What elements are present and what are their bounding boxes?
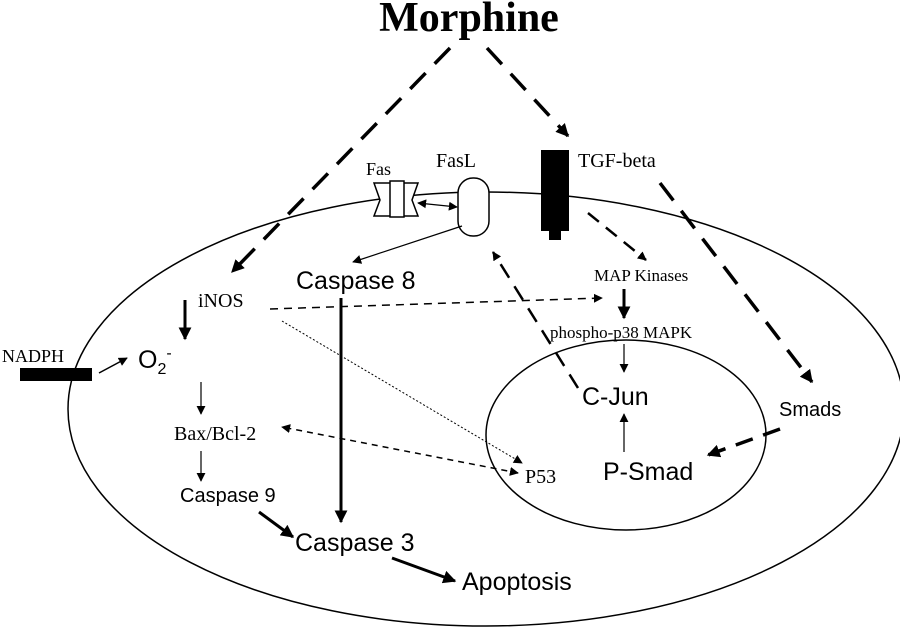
arrow-inos-to-map-kinases [269, 293, 603, 310]
label-o2-sup: - [166, 345, 171, 362]
arrow-morphine-to-inos [230, 46, 452, 274]
arrow-morphine-to-tgf-beta [485, 46, 570, 138]
arrow-inos-to-p53 [281, 320, 523, 464]
arrow-fas-fasl [417, 199, 458, 211]
arrow-c-jun-to-fasl [491, 251, 580, 389]
label-inos: iNOS [198, 290, 244, 312]
tgf-beta-receptor-icon [541, 150, 569, 240]
label-fasl: FasL [436, 150, 476, 172]
arrow-caspase9-to-caspase3 [258, 510, 295, 539]
arrow-fasl-to-caspase8 [352, 225, 463, 264]
diagram-title: Morphine [379, 0, 559, 41]
label-o2-base: O [138, 346, 157, 374]
arrow-p53-bax [281, 424, 519, 476]
label-o2-sub: 2 [157, 361, 166, 378]
label-nadph: NADPH [2, 346, 64, 366]
arrows [98, 46, 814, 584]
label-p-smad: P-Smad [603, 458, 693, 486]
label-caspase8: Caspase 8 [296, 267, 416, 295]
arrow-caspase3-to-apoptosis [391, 556, 457, 584]
label-phospho-p38: phospho-p38 MAPK [550, 323, 693, 342]
nadph-bar-icon [20, 368, 92, 381]
label-caspase9: Caspase 9 [180, 485, 276, 507]
label-fas: Fas [366, 159, 391, 179]
label-map-kinases: MAP Kinases [594, 266, 688, 285]
arrow-tgf-beta-to-smads [658, 181, 814, 384]
label-caspase3: Caspase 3 [295, 529, 415, 557]
label-apoptosis: Apoptosis [462, 568, 572, 596]
label-p53: P53 [525, 466, 556, 488]
arrow-smads-to-p-smad [706, 427, 781, 458]
arrow-nadph-to-o2 [98, 357, 128, 374]
label-c-jun: C-Jun [582, 383, 649, 411]
label-smads: Smads [779, 399, 841, 421]
label-bax-bcl2: Bax/Bcl-2 [174, 423, 256, 445]
nucleus [485, 339, 767, 531]
fasl-ligand-icon [457, 177, 490, 237]
label-o2: O2- [138, 345, 172, 378]
arrow-tgf-beta-to-map-kinases [587, 212, 647, 261]
label-tgf-beta: TGF-beta [578, 150, 656, 172]
fas-receptor-icon [372, 180, 420, 218]
cell-membrane [67, 191, 900, 627]
